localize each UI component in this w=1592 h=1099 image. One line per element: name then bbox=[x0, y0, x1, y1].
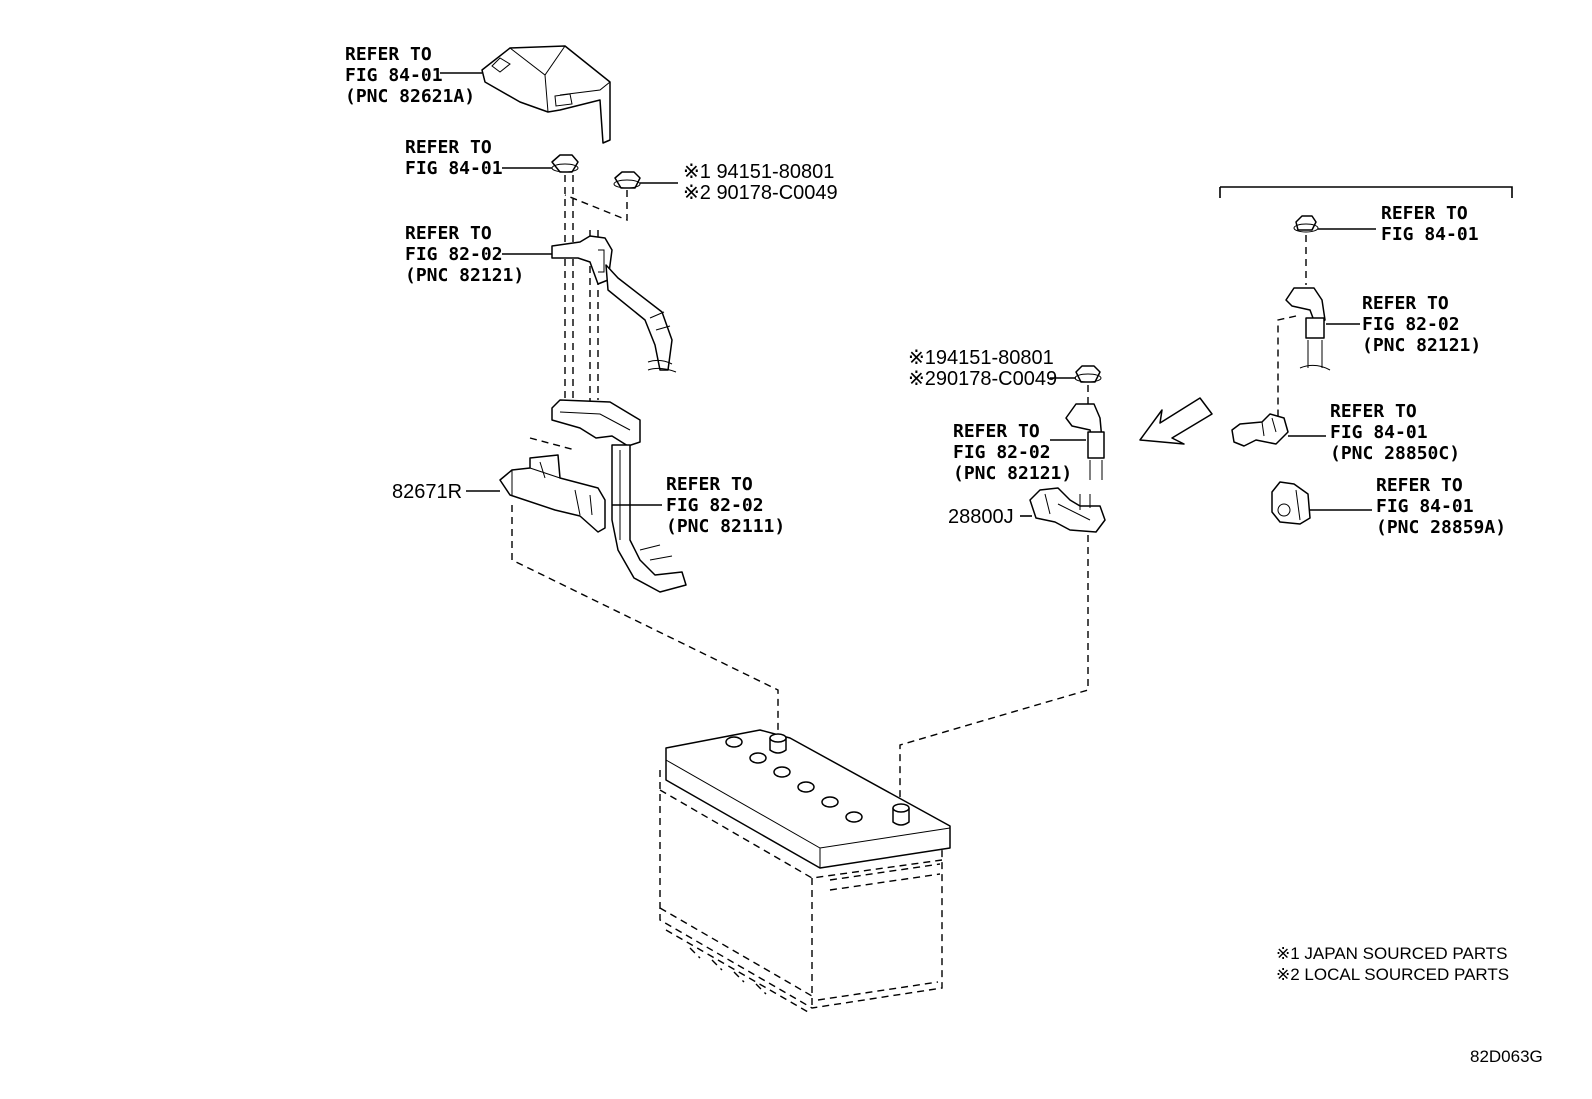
callout-cover-ref: REFER TO FIG 84-01 (PNC 82621A) bbox=[345, 44, 475, 107]
alt-clamp bbox=[1285, 287, 1331, 371]
battery bbox=[659, 729, 951, 1013]
positive-clamp bbox=[551, 235, 677, 373]
callout-plus-clamp-ref: REFER TO FIG 82-02 (PNC 82121) bbox=[405, 223, 524, 286]
direction-arrow bbox=[1139, 397, 1213, 445]
alt-bolt bbox=[1293, 215, 1319, 233]
battery-sensor bbox=[1029, 487, 1106, 533]
terminal-cover bbox=[481, 45, 611, 144]
alt-sensor bbox=[1231, 413, 1289, 447]
footnotes: ※1 JAPAN SOURCED PARTS ※2 LOCAL SOURCED … bbox=[1276, 944, 1512, 984]
callout-nut-ref: REFER TO FIG 84-01 bbox=[405, 137, 503, 179]
callout-alt-clamp-ref: REFER TO FIG 82-02 (PNC 82121) bbox=[1362, 293, 1481, 356]
callout-cable-ref: REFER TO FIG 82-02 (PNC 82111) bbox=[666, 474, 785, 537]
callout-alt-sensor-ref: REFER TO FIG 84-01 (PNC 28850C) bbox=[1330, 401, 1460, 464]
callout-alt-bolt-ref: REFER TO FIG 84-01 bbox=[1381, 203, 1479, 245]
negative-clamp bbox=[1065, 403, 1105, 480]
callout-minus-clamp-ref: REFER TO FIG 82-02 (PNC 82121) bbox=[953, 421, 1072, 484]
callout-sensor-part: 28800J bbox=[948, 506, 1014, 528]
assembly-dashes bbox=[1277, 315, 1297, 420]
negative-terminal-nut bbox=[1074, 365, 1102, 383]
flange-nut bbox=[551, 154, 579, 173]
assembly-dashes bbox=[529, 437, 576, 451]
assembly-dashes bbox=[564, 175, 628, 410]
positive-cable-assembly bbox=[551, 399, 687, 593]
callout-minus-nut-parts: ※194151-80801 ※290178-C0049 bbox=[908, 347, 1059, 390]
range-bracket bbox=[1219, 186, 1513, 198]
figure-code: 82D063G bbox=[1470, 1047, 1543, 1066]
callout-holder-part: 82671R bbox=[392, 481, 462, 503]
terminal-nut bbox=[613, 171, 641, 189]
callout-alt-connector-ref: REFER TO FIG 84-01 (PNC 28859A) bbox=[1376, 475, 1506, 538]
assembly-dashes bbox=[899, 535, 1089, 800]
alt-connector bbox=[1271, 481, 1311, 525]
assembly-dashes bbox=[511, 505, 779, 730]
battery-holder bbox=[499, 454, 606, 533]
callout-nut-parts: ※1 94151-80801 ※2 90178-C0049 bbox=[683, 161, 840, 204]
